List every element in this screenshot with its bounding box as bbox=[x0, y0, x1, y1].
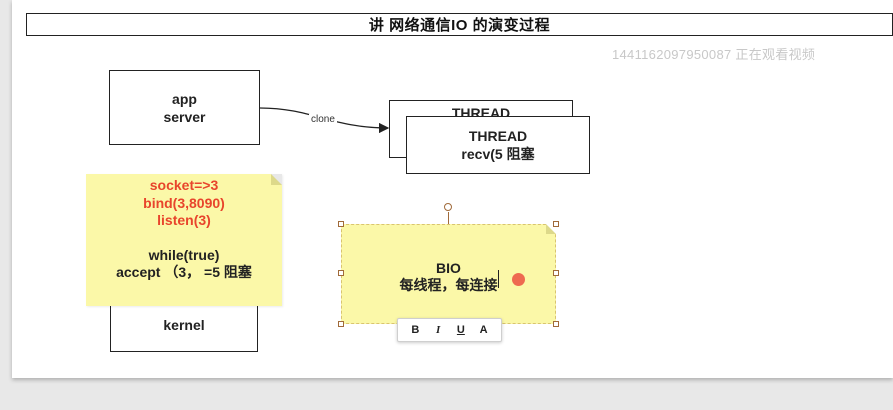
viewer-watermark: 1441162097950087 正在观看视频 bbox=[612, 47, 816, 62]
app-server-box[interactable]: app server bbox=[109, 70, 260, 145]
bold-button[interactable]: B bbox=[411, 324, 420, 336]
thread-front-label-line2: recv(5 阻塞 bbox=[461, 146, 535, 162]
sticky-line-accept: accept （3， =5 阻塞 bbox=[116, 264, 252, 280]
bio-sticky-note[interactable]: BIO 每线程，每连接 bbox=[341, 224, 556, 324]
resize-handle-middle-right[interactable] bbox=[553, 270, 559, 276]
sticky-corner-fold bbox=[271, 174, 282, 185]
sticky-spacer bbox=[86, 230, 282, 247]
thread-front-label-line1: THREAD bbox=[468, 128, 528, 144]
pointer-cursor-dot bbox=[512, 273, 525, 286]
whiteboard-canvas[interactable]: 讲 网络通信IO 的演变过程 1441162097950087 正在观看视频 c… bbox=[12, 0, 893, 378]
text-caret bbox=[498, 270, 499, 288]
sticky-line-bind: bind(3,8090) bbox=[143, 194, 225, 211]
rotate-handle-stem bbox=[448, 212, 449, 224]
kernel-label: kernel bbox=[163, 317, 205, 333]
resize-handle-bottom-right[interactable] bbox=[553, 321, 559, 327]
resize-handle-top-left[interactable] bbox=[338, 221, 344, 227]
clone-connector-label: clone bbox=[309, 114, 337, 125]
app-server-label-line1: app bbox=[172, 90, 197, 107]
resize-handle-bottom-left[interactable] bbox=[338, 321, 344, 327]
bio-title: BIO bbox=[436, 260, 461, 276]
bio-corner-fold bbox=[546, 224, 556, 234]
thread-box-front[interactable]: THREAD recv(5 阻塞 bbox=[406, 116, 590, 174]
sticky-line-listen: listen(3) bbox=[157, 212, 211, 228]
page-title-text: 讲 网络通信IO 的演变过程 bbox=[368, 17, 551, 34]
syscall-sticky-note[interactable]: socket=>3 bind(3,8090) listen(3) while(t… bbox=[86, 174, 282, 306]
resize-handle-middle-left[interactable] bbox=[338, 270, 344, 276]
app-server-label-line2: server bbox=[163, 108, 206, 125]
resize-handle-top-right[interactable] bbox=[553, 221, 559, 227]
rotate-handle[interactable] bbox=[444, 203, 452, 211]
bio-description[interactable]: 每线程，每连接 bbox=[399, 277, 498, 293]
italic-button[interactable]: I bbox=[435, 324, 441, 336]
sticky-line-while: while(true) bbox=[148, 246, 220, 263]
text-format-toolbar: B I U A bbox=[397, 318, 502, 342]
font-color-button[interactable]: A bbox=[479, 324, 488, 336]
page-title[interactable]: 讲 网络通信IO 的演变过程 bbox=[26, 13, 893, 36]
sticky-line-socket: socket=>3 bbox=[149, 177, 219, 193]
underline-button[interactable]: U bbox=[456, 324, 465, 336]
